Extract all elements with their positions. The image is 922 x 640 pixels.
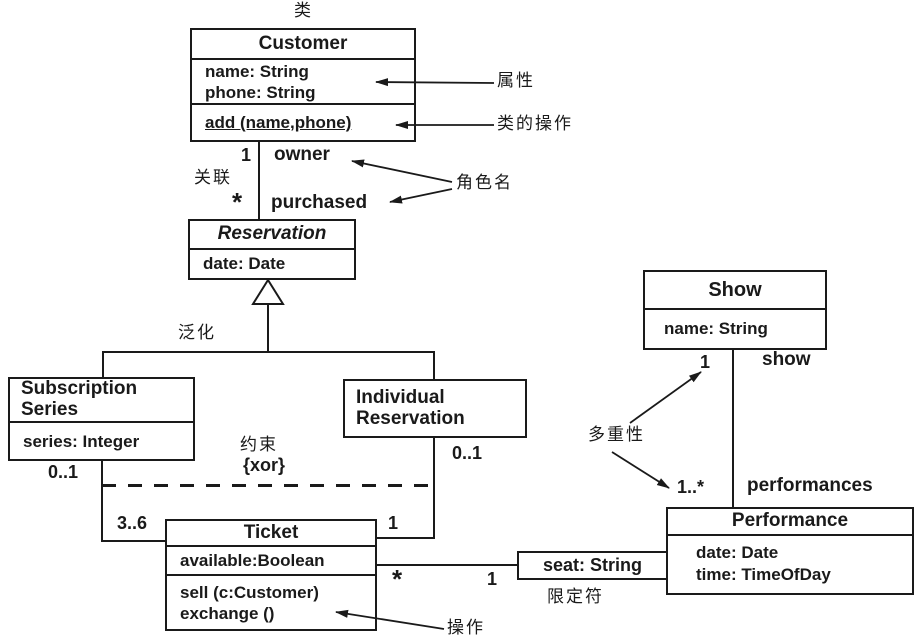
class-operation: sell (c:Customer)	[180, 583, 319, 602]
multiplicity-show-end: 1	[700, 352, 711, 372]
class-performance: Performance date: Date time: TimeOfDay	[666, 507, 914, 595]
class-name: Individual Reservation	[356, 386, 465, 429]
attribute-compartment: date: Date time: TimeOfDay	[668, 534, 912, 593]
association-line-individual-ticket-v	[433, 438, 435, 539]
class-name: Reservation	[217, 223, 327, 245]
generalization-arrowhead	[251, 278, 285, 305]
multiplicity-ticket-end-performance: *	[392, 564, 403, 594]
class-attribute: phone: String	[205, 83, 316, 102]
association-line-customer-reservation	[258, 142, 260, 219]
annotation-qualifier: 限定符	[547, 587, 604, 606]
class-attribute: available:Boolean	[180, 551, 325, 570]
multiplicity-arrow-show	[629, 371, 702, 424]
role-owner: owner	[274, 144, 330, 165]
annotation-operation: 操作	[447, 618, 485, 637]
attribute-compartment: name: String phone: String	[192, 58, 414, 103]
annotation-class-operation: 类的操作	[497, 114, 573, 133]
class-attribute: date: Date	[203, 254, 286, 273]
attribute-compartment: date: Date	[190, 248, 354, 278]
multiplicity-ticket-end-individual: 1	[388, 513, 399, 533]
association-line-ticket-performance	[377, 564, 519, 566]
multiplicity-performances-end: 1..*	[677, 477, 705, 497]
class-reservation: Reservation date: Date	[188, 219, 356, 280]
association-line-show-performance	[732, 349, 734, 508]
association-line-individual-ticket-h	[377, 537, 435, 539]
role-performances: performances	[747, 475, 873, 496]
annotation-generalization: 泛化	[178, 323, 216, 342]
multiplicity-performance-end-ticket: 1	[487, 569, 498, 589]
role-show: show	[762, 349, 811, 370]
operation-compartment: add (name,phone)	[192, 103, 414, 140]
role-name-arrow-owner	[351, 159, 453, 183]
generalization-stub-individual	[433, 351, 435, 381]
qualifier-seat: seat: String	[517, 551, 668, 580]
annotation-association: 关联	[194, 168, 232, 187]
xor-constraint: {xor}	[243, 455, 286, 475]
attribute-compartment: series: Integer	[10, 421, 193, 459]
multiplicity-arrow-performances	[611, 451, 670, 489]
multiplicity-individual-end: 0..1	[452, 443, 483, 463]
class-individual-reservation: Individual Reservation	[343, 379, 527, 438]
annotation-role-name: 角色名	[456, 173, 513, 192]
xor-constraint-dashed-line	[102, 484, 435, 487]
class-attribute: name: String	[664, 319, 768, 338]
association-line-subscription-ticket-h	[101, 540, 167, 542]
role-name-arrow-purchased	[389, 188, 453, 204]
class-name: Show	[708, 279, 762, 301]
attribute-compartment: available:Boolean	[167, 545, 375, 574]
association-line-subscription-ticket-v	[101, 461, 103, 542]
generalization-line-vertical	[267, 304, 269, 352]
class-name: Ticket	[243, 521, 299, 543]
annotation-multiplicity: 多重性	[588, 425, 645, 444]
attribute-compartment: name: String	[645, 308, 825, 348]
annotation-attribute: 属性	[497, 71, 535, 90]
class-attribute: date: Date	[696, 543, 779, 562]
multiplicity-customer-end: 1	[241, 145, 252, 165]
multiplicity-subscription-end: 0..1	[48, 462, 79, 482]
class-name: Performance	[731, 510, 849, 532]
generalization-stub-subscription	[102, 351, 104, 379]
class-attribute: time: TimeOfDay	[696, 565, 831, 584]
generalization-line-horizontal	[102, 351, 435, 353]
class-attribute: series: Integer	[23, 432, 140, 451]
class-operation: add (name,phone)	[205, 113, 352, 132]
class-subscription-series: Subscription Series series: Integer	[8, 377, 195, 461]
class-operation: exchange ()	[180, 604, 275, 623]
role-purchased: purchased	[271, 192, 368, 213]
class-name: Customer	[258, 32, 348, 54]
class-attribute: name: String	[205, 62, 309, 81]
class-show: Show name: String	[643, 270, 827, 350]
annotation-class: 类	[294, 1, 313, 20]
multiplicity-ticket-end-subscription: 3..6	[117, 513, 148, 533]
class-name: Subscription Series	[21, 378, 138, 420]
annotation-constraint: 约束	[240, 435, 278, 454]
operation-compartment: sell (c:Customer) exchange ()	[167, 574, 375, 629]
multiplicity-reservation-end: *	[232, 187, 243, 217]
class-ticket: Ticket available:Boolean sell (c:Custome…	[165, 519, 377, 631]
class-customer: Customer name: String phone: String add …	[190, 28, 416, 142]
